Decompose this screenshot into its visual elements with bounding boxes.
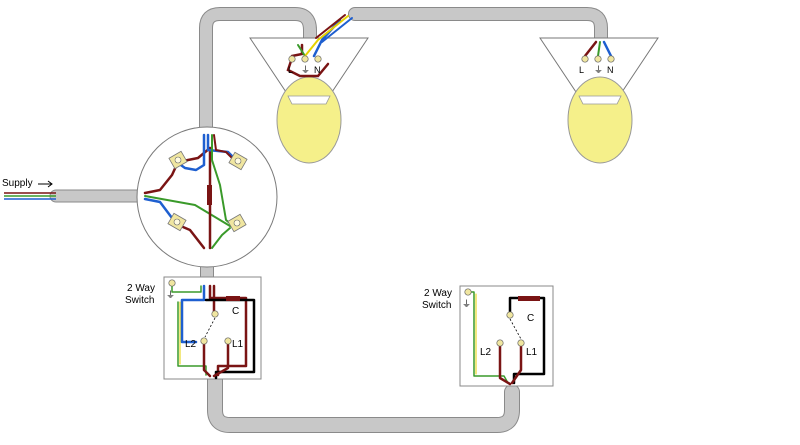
svg-text:⏚: ⏚ — [462, 299, 471, 309]
switch-2: 2 Way Switch ⏚ C L2 L1 — [422, 285, 554, 387]
supply-arrow-icon — [38, 180, 53, 188]
lamp-2-terminal-l: L — [579, 65, 584, 75]
supply-label: Supply — [2, 178, 33, 189]
svg-text:⏚: ⏚ — [166, 290, 175, 300]
lamp-2-bulb — [567, 76, 633, 164]
lamp-1-terminal-earth: ⏚ — [301, 65, 310, 75]
switch-2-l2-label: L2 — [480, 347, 492, 358]
cables — [49, 7, 608, 433]
switch-2-label-line1: 2 Way — [424, 288, 452, 299]
lamp-2-terminal-earth: ⏚ — [594, 65, 603, 75]
ceiling-rose — [136, 126, 278, 268]
switch-1-label-line1: 2 Way — [127, 283, 155, 294]
switch-1: 2 Way Switch ⏚ C L2 L1 — [125, 276, 262, 380]
lamp-2-terminal-n: N — [607, 65, 614, 75]
supply: Supply — [2, 178, 56, 200]
lamp-1-terminal-l: L — [288, 65, 293, 75]
lamp-1: L ⏚ N — [249, 14, 369, 164]
lamp-1-terminal-n: N — [314, 65, 321, 75]
switch-1-label-line2: Switch — [125, 295, 154, 306]
lamp-2: L ⏚ N — [539, 37, 659, 164]
switch-1-common-label: C — [232, 306, 239, 317]
switch-1-l2-label: L2 — [185, 339, 197, 350]
switch-1-l1-label: L1 — [232, 339, 244, 350]
lamp-1-bulb — [276, 76, 342, 164]
switch-2-common-label: C — [527, 313, 534, 324]
switch-2-label-line2: Switch — [422, 300, 451, 311]
switch-2-l1-label: L1 — [526, 347, 538, 358]
rose-terminals — [167, 150, 248, 233]
